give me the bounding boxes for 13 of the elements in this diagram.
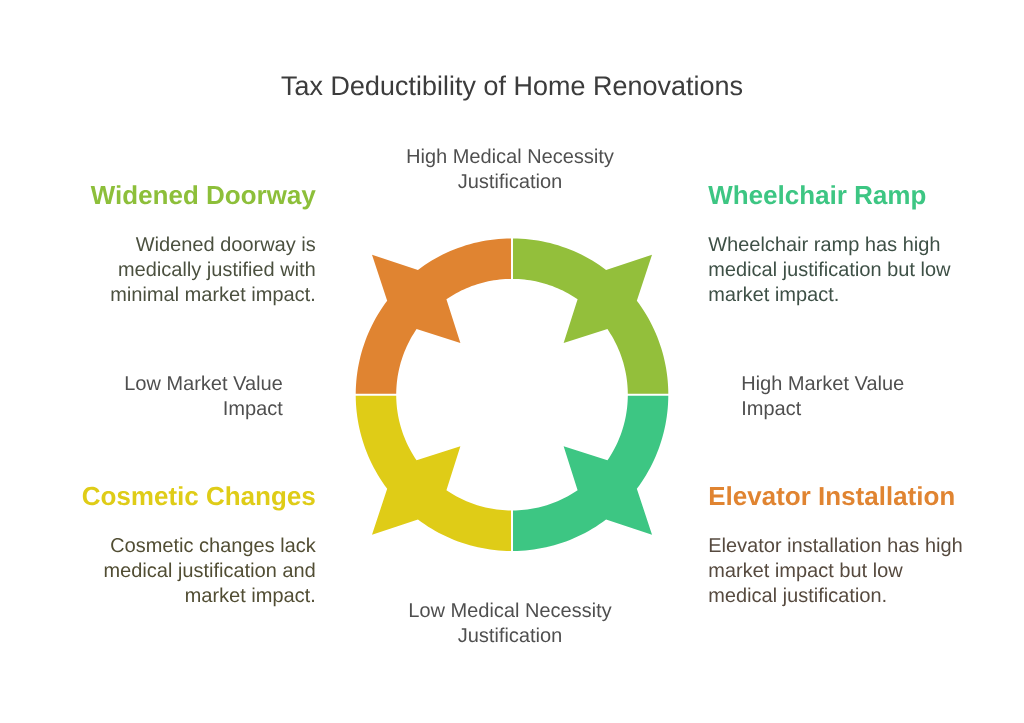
ring-segment: [513, 238, 669, 394]
description: Wheelchair ramp has high medical justification but low market impact.: [708, 236, 951, 306]
ring-segment: [355, 395, 511, 551]
axis-label: Low Market Value Impact: [125, 375, 283, 420]
ring-segment: [355, 238, 511, 394]
title: Tax Deductibility of Home Renovations: [281, 75, 743, 101]
axis-label: High Medical Necessity Justification: [407, 148, 614, 189]
ring-segment: [513, 395, 669, 551]
axis-label: Low Medical Necessity Justification: [409, 602, 612, 643]
description: Elevator installation has high market impact but low medical justification.: [709, 537, 962, 607]
axis-label: High Market Value Impact: [742, 375, 904, 420]
description: Widened doorway is medically justified with minimal market impact.: [111, 236, 315, 306]
description: Cosmetic changes lack medical justification and market impact.: [104, 537, 316, 607]
